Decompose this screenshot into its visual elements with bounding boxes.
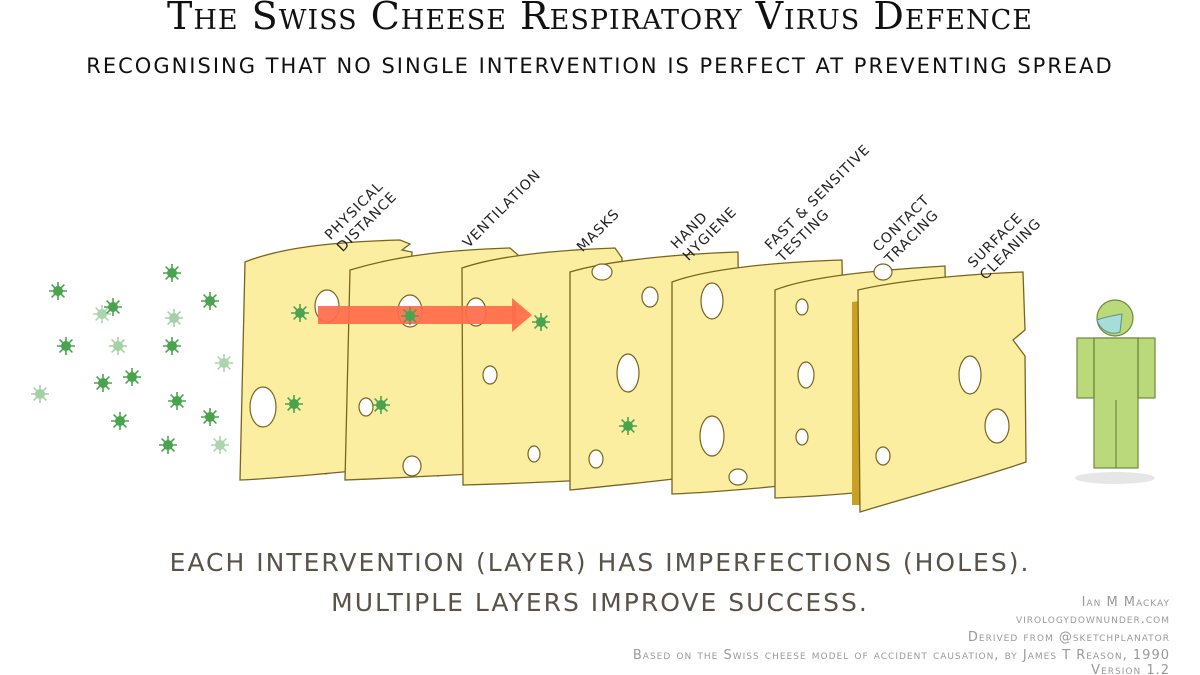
caption-line-1: EACH INTERVENTION (LAYER) HAS IMPERFECTI… xyxy=(169,548,1031,577)
virus-icon xyxy=(108,336,128,356)
diagram-subtitle: RECOGNISING THAT NO SINGLE INTERVENTION … xyxy=(86,54,1114,78)
credit-based-on: Based on the Swiss cheese model of accid… xyxy=(632,648,1170,663)
caption-line-2: MULTIPLE LAYERS IMPROVE SUCCESS. xyxy=(331,588,869,617)
virus-icon xyxy=(200,407,220,427)
virus-icon xyxy=(48,281,68,301)
virus-icon xyxy=(158,435,178,455)
credit-author: Ian M Mackay xyxy=(1081,595,1170,610)
virus-icon xyxy=(210,435,230,455)
virus-icon xyxy=(214,353,234,373)
cheese-slice-surface-cleaning xyxy=(852,271,1027,513)
virus-icon xyxy=(400,306,420,326)
virus-icon xyxy=(30,384,50,404)
virus-icon xyxy=(284,394,304,414)
virus-icon xyxy=(371,395,391,415)
virus-icon xyxy=(162,336,182,356)
virus-icon xyxy=(93,373,113,393)
diagram-title: The Swiss Cheese Respiratory Virus Defen… xyxy=(167,0,1033,38)
virus-path-arrow xyxy=(318,298,532,332)
credit-version: Version 1.2 xyxy=(1091,664,1170,675)
virus-icon xyxy=(200,291,220,311)
virus-icon xyxy=(618,416,638,436)
virus-icon xyxy=(164,308,184,328)
credit-derived: Derived from @sketchplanator xyxy=(967,630,1170,645)
virus-icon xyxy=(110,411,130,431)
virus-icon xyxy=(531,312,551,332)
virus-icon xyxy=(167,391,187,411)
virus-icon xyxy=(92,304,112,324)
virus-icon xyxy=(290,303,310,323)
credit-site: virologydownunder.com xyxy=(1015,612,1170,627)
person-figure xyxy=(1075,299,1156,484)
virus-icon xyxy=(122,367,142,387)
virus-icon xyxy=(162,263,182,283)
virus-icon xyxy=(56,336,76,356)
